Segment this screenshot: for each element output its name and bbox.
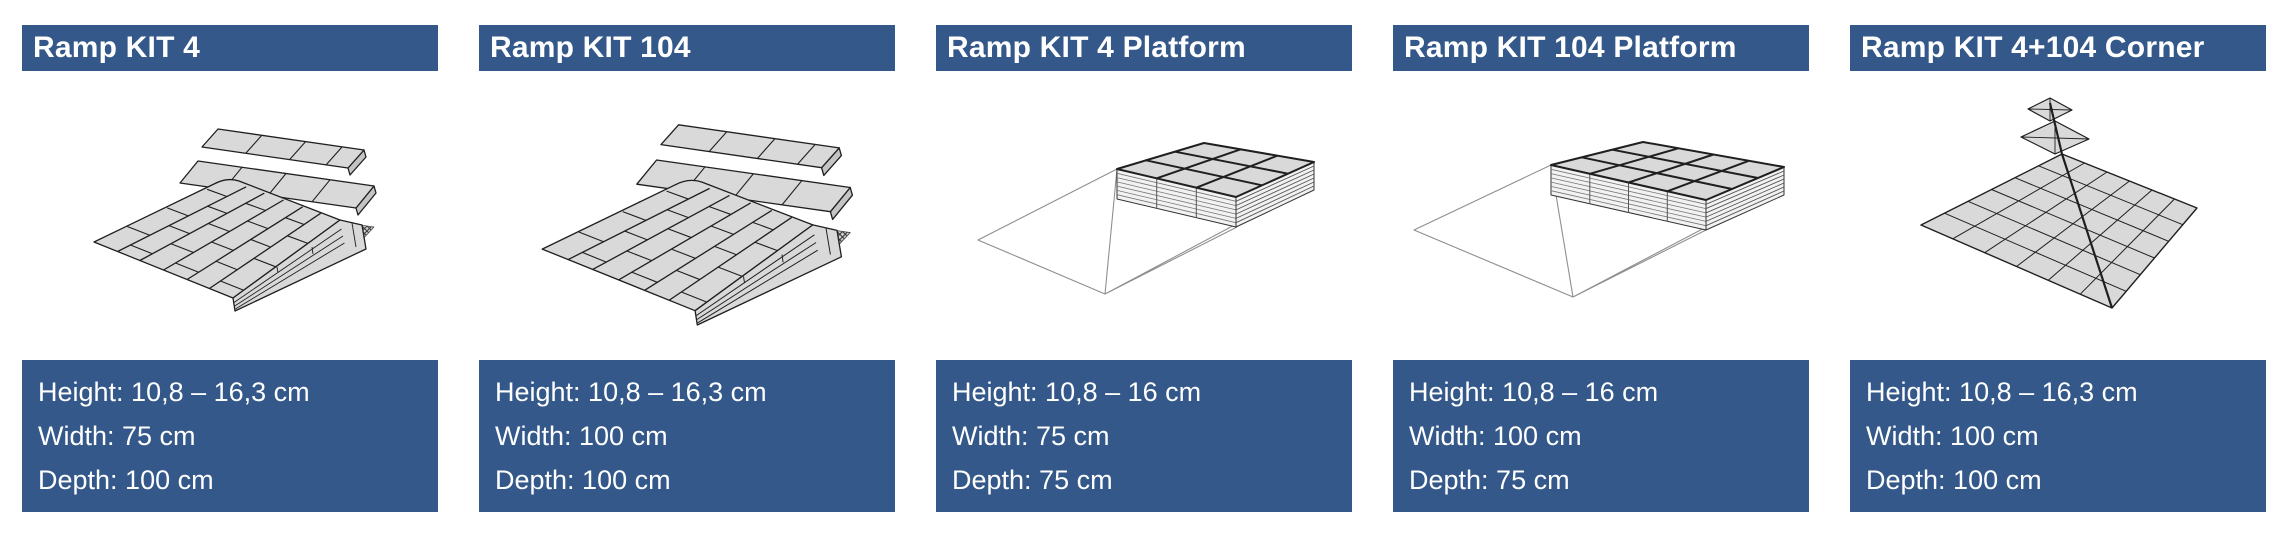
product-illustration [479,71,895,360]
card-title-bar: Ramp KIT 104 [479,25,895,71]
platform-ramp-icon [1413,141,1785,298]
product-card-ramp-kit-corner: Ramp KIT 4+104 Corner Height: 10,8 – 16,… [1850,25,2266,538]
spec-line-width: Width: 100 cm [1409,421,1582,451]
product-illustration [1393,71,1809,360]
exploded-ramp-icon [93,128,377,312]
spec-line-depth: Depth: 75 cm [1409,465,1570,495]
spec-line-depth: Depth: 100 cm [1866,465,2042,495]
product-card-ramp-kit-104-platform: Ramp KIT 104 Platform Height: 10,8 – 16 … [1393,25,1809,538]
spec-line-width: Width: 100 cm [495,421,668,451]
spec-line-height: Height: 10,8 – 16 cm [1409,377,1659,407]
product-illustration [1850,71,2266,360]
spec-line-width: Width: 75 cm [38,421,196,451]
spec-line-height: Height: 10,8 – 16,3 cm [38,377,310,407]
card-title: Ramp KIT 4+104 Corner [1861,31,2205,64]
card-title-bar: Ramp KIT 104 Platform [1393,25,1809,71]
product-card-ramp-kit-4-platform: Ramp KIT 4 Platform Height: 10,8 – 16 cm… [936,25,1352,538]
platform-ramp-icon [977,142,1315,295]
spec-box: Height: 10,8 – 16,3 cm Width: 100 cm Dep… [479,360,895,512]
card-title: Ramp KIT 104 [490,31,691,64]
spec-line-depth: Depth: 100 cm [38,465,214,495]
product-illustration [22,71,438,360]
card-title: Ramp KIT 4 [33,31,201,64]
spec-box: Height: 10,8 – 16,3 cm Width: 75 cm Dept… [22,360,438,512]
card-title: Ramp KIT 104 Platform [1404,31,1737,64]
product-illustration [936,71,1352,360]
spec-box: Height: 10,8 – 16 cm Width: 100 cm Depth… [1393,360,1809,512]
spec-box: Height: 10,8 – 16 cm Width: 75 cm Depth:… [936,360,1352,512]
product-card-ramp-kit-4: Ramp KIT 4 [22,25,438,538]
product-card-ramp-kit-104: Ramp KIT 104 [479,25,895,538]
spec-line-height: Height: 10,8 – 16,3 cm [1866,377,2138,407]
spec-box: Height: 10,8 – 16,3 cm Width: 100 cm Dep… [1850,360,2266,512]
spec-line-height: Height: 10,8 – 16,3 cm [495,377,767,407]
spec-line-width: Width: 100 cm [1866,421,2039,451]
card-title-bar: Ramp KIT 4 Platform [936,25,1352,71]
card-title: Ramp KIT 4 Platform [947,31,1246,64]
spec-line-depth: Depth: 100 cm [495,465,671,495]
spec-line-depth: Depth: 75 cm [952,465,1113,495]
corner-ramp-icon [1920,97,2198,309]
card-title-bar: Ramp KIT 4 [22,25,438,71]
exploded-ramp-icon [541,124,854,326]
spec-line-width: Width: 75 cm [952,421,1110,451]
card-title-bar: Ramp KIT 4+104 Corner [1850,25,2266,71]
spec-line-height: Height: 10,8 – 16 cm [952,377,1202,407]
